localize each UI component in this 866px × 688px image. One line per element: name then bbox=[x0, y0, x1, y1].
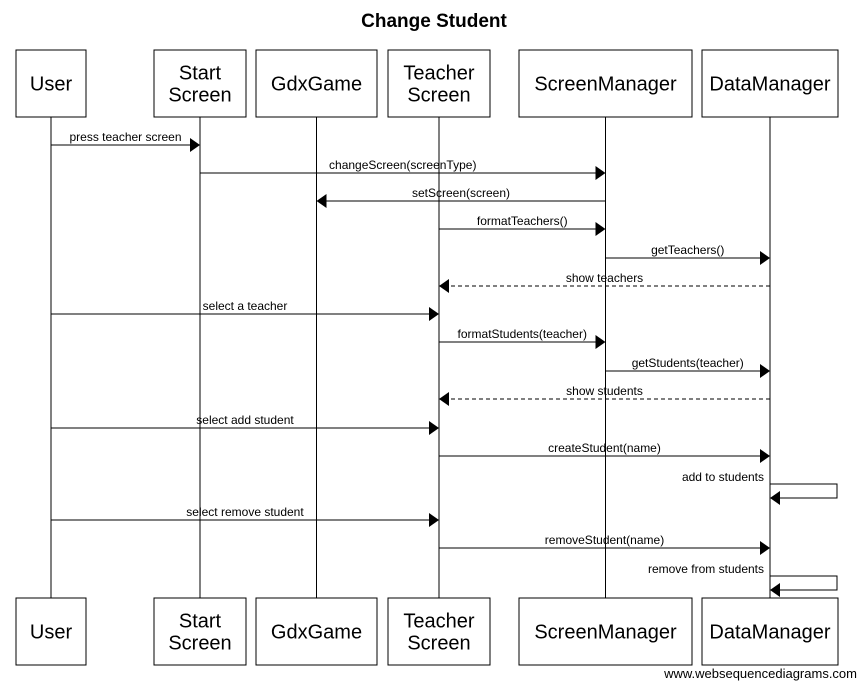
arrow-head bbox=[595, 222, 606, 236]
arrow-head bbox=[429, 307, 439, 321]
participant-user-bottom: User bbox=[15, 597, 87, 666]
arrow-head bbox=[595, 335, 606, 349]
participant-label: Teacher bbox=[403, 611, 474, 633]
participant-box bbox=[387, 49, 491, 118]
participant-box bbox=[518, 49, 693, 118]
message-1: press teacher screen bbox=[51, 130, 200, 152]
credit-text: www.websequencediagrams.com bbox=[663, 666, 857, 681]
message-label: show students bbox=[566, 384, 643, 398]
participant-gdxgame-bottom: GdxGame bbox=[255, 597, 378, 666]
arrow-head bbox=[760, 251, 770, 265]
participant-label: DataManager bbox=[709, 622, 831, 644]
message-line bbox=[770, 483, 838, 499]
message-label: formatStudents(teacher) bbox=[458, 327, 587, 341]
participant-label: User bbox=[30, 74, 73, 96]
message-label: changeScreen(screenType) bbox=[329, 158, 476, 172]
message-7: select a teacher bbox=[51, 299, 439, 321]
message-6: show teachers bbox=[439, 271, 770, 293]
message-label: setScreen(screen) bbox=[412, 186, 510, 200]
participant-datamanager-top: DataManager bbox=[701, 49, 839, 118]
participant-box bbox=[255, 597, 378, 666]
arrow-head bbox=[429, 513, 439, 527]
message-label: remove from students bbox=[648, 562, 764, 576]
participant-box bbox=[518, 597, 693, 666]
message-label: formatTeachers() bbox=[477, 214, 568, 228]
participant-box bbox=[701, 597, 839, 666]
arrow-head bbox=[595, 166, 606, 180]
message-label: createStudent(name) bbox=[548, 441, 661, 455]
participant-label: ScreenManager bbox=[534, 74, 677, 96]
participant-label: Screen bbox=[407, 633, 470, 655]
participant-label: User bbox=[30, 622, 73, 644]
arrow-head bbox=[429, 421, 439, 435]
message-label: select add student bbox=[196, 413, 294, 427]
message-13: add to students bbox=[682, 470, 838, 505]
participant-user-top: User bbox=[15, 49, 87, 118]
participant-label: ScreenManager bbox=[534, 622, 677, 644]
participant-box bbox=[15, 49, 87, 118]
message-label: removeStudent(name) bbox=[545, 533, 664, 547]
participant-box bbox=[153, 597, 247, 666]
arrow-head bbox=[760, 364, 770, 378]
participant-label: DataManager bbox=[709, 74, 831, 96]
participant-box bbox=[15, 597, 87, 666]
participant-box bbox=[701, 49, 839, 118]
message-3: setScreen(screen) bbox=[316, 186, 606, 208]
participant-boxes: UserUserStartScreenStartScreenGdxGameGdx… bbox=[15, 49, 839, 666]
message-9: getStudents(teacher) bbox=[605, 356, 770, 378]
participant-label: Start bbox=[179, 611, 222, 633]
arrow-head bbox=[190, 138, 200, 152]
message-11: select add student bbox=[51, 413, 439, 435]
messages: press teacher screen changeScreen(screenT… bbox=[51, 130, 838, 597]
participant-datamanager-bottom: DataManager bbox=[701, 597, 839, 666]
message-4: formatTeachers() bbox=[439, 214, 606, 236]
participant-box bbox=[153, 49, 247, 118]
arrow-head bbox=[770, 491, 780, 505]
participant-box bbox=[255, 49, 378, 118]
message-label: getStudents(teacher) bbox=[632, 356, 744, 370]
arrow-head bbox=[439, 392, 449, 406]
participant-gdxgame-top: GdxGame bbox=[255, 49, 378, 118]
message-8: formatStudents(teacher) bbox=[439, 327, 606, 349]
participant-label: Start bbox=[179, 63, 222, 85]
message-5: getTeachers() bbox=[605, 243, 770, 265]
arrow-head bbox=[316, 194, 327, 208]
message-label: add to students bbox=[682, 470, 764, 484]
participant-label: GdxGame bbox=[271, 74, 362, 96]
message-line bbox=[770, 575, 838, 591]
participant-box bbox=[387, 597, 491, 666]
message-15: removeStudent(name) bbox=[439, 533, 770, 555]
message-label: select remove student bbox=[186, 505, 304, 519]
diagram-title: Change Student bbox=[361, 11, 507, 32]
participant-screenmanager-bottom: ScreenManager bbox=[518, 597, 693, 666]
arrow-head bbox=[439, 279, 449, 293]
participant-screenmanager-top: ScreenManager bbox=[518, 49, 693, 118]
lifelines bbox=[50, 117, 771, 598]
message-16: remove from students bbox=[648, 562, 838, 597]
message-2: changeScreen(screenType) bbox=[200, 158, 606, 180]
arrow-head bbox=[760, 541, 770, 555]
message-14: select remove student bbox=[51, 505, 439, 527]
participant-label: Screen bbox=[168, 633, 231, 655]
message-label: show teachers bbox=[566, 271, 643, 285]
message-label: getTeachers() bbox=[651, 243, 724, 257]
arrow-head bbox=[760, 449, 770, 463]
message-12: createStudent(name) bbox=[439, 441, 770, 463]
message-label: select a teacher bbox=[203, 299, 288, 313]
participant-label: Teacher bbox=[403, 63, 474, 85]
message-label: press teacher screen bbox=[69, 130, 181, 144]
participant-label: Screen bbox=[407, 85, 470, 107]
participant-label: GdxGame bbox=[271, 622, 362, 644]
participant-label: Screen bbox=[168, 85, 231, 107]
arrow-head bbox=[770, 583, 780, 597]
message-10: show students bbox=[439, 384, 770, 406]
